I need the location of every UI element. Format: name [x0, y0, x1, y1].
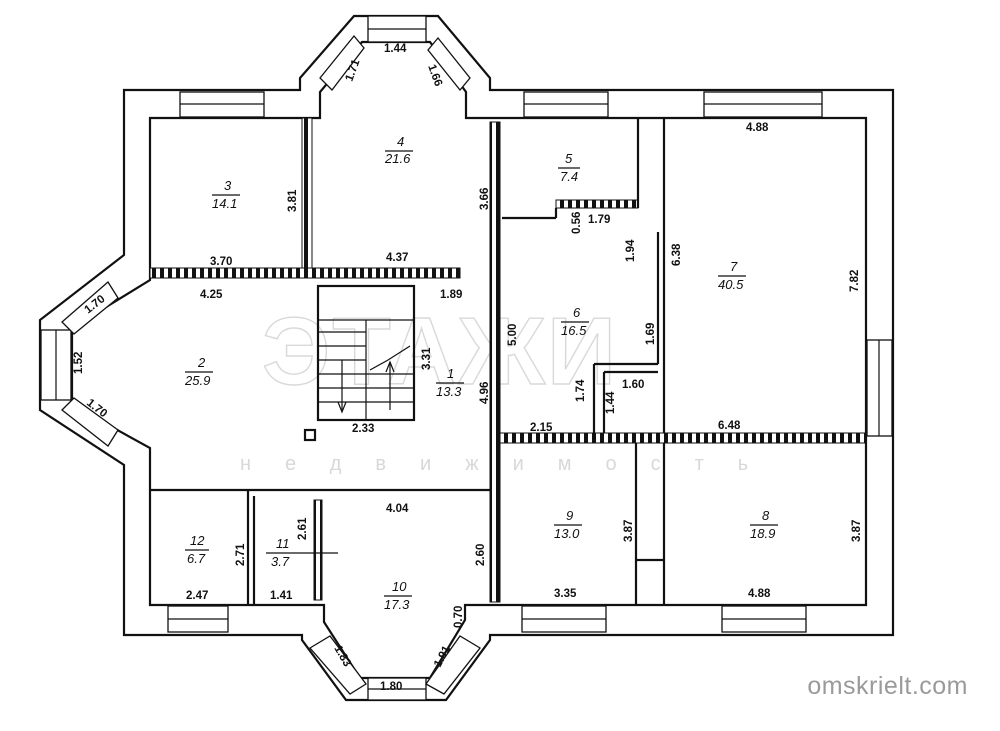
svg-text:6.38: 6.38: [671, 243, 683, 266]
svg-text:1.60: 1.60: [622, 379, 644, 391]
svg-text:3.31: 3.31: [421, 347, 433, 370]
svg-text:25.9: 25.9: [184, 373, 210, 388]
svg-text:11: 11: [276, 536, 290, 551]
svg-text:2.47: 2.47: [186, 590, 208, 602]
svg-text:0.56: 0.56: [571, 212, 583, 234]
svg-text:17.3: 17.3: [384, 597, 410, 612]
svg-text:2.61: 2.61: [297, 517, 309, 540]
room-labels: 113.3 225.9 314.1 421.6 57.4 616.5 740.5…: [184, 134, 778, 612]
svg-text:3: 3: [224, 178, 232, 193]
room-label-11: 113.7: [266, 536, 338, 569]
svg-text:10: 10: [392, 579, 407, 594]
partitions: [149, 117, 867, 605]
svg-text:4.37: 4.37: [386, 252, 408, 264]
svg-text:40.5: 40.5: [718, 277, 744, 292]
room-label-3: 314.1: [212, 178, 240, 211]
svg-text:7.82: 7.82: [849, 270, 861, 292]
svg-text:0.70: 0.70: [453, 606, 465, 628]
svg-text:4.96: 4.96: [479, 382, 491, 404]
room-label-9: 913.0: [554, 508, 582, 541]
room-label-5: 57.4: [558, 151, 580, 184]
svg-text:1.94: 1.94: [625, 239, 637, 262]
svg-text:1.41: 1.41: [270, 590, 293, 602]
svg-text:4.04: 4.04: [386, 503, 409, 515]
svg-text:6.7: 6.7: [187, 551, 206, 566]
svg-text:7.4: 7.4: [560, 169, 578, 184]
svg-text:4.25: 4.25: [200, 289, 223, 301]
svg-text:4: 4: [397, 134, 404, 149]
svg-text:13.3: 13.3: [436, 384, 462, 399]
svg-text:3.7: 3.7: [271, 554, 290, 569]
svg-text:4.88: 4.88: [746, 122, 769, 134]
svg-text:1.44: 1.44: [384, 43, 407, 55]
svg-text:2: 2: [197, 355, 206, 370]
room-label-12: 126.7: [185, 533, 209, 566]
svg-text:18.9: 18.9: [750, 526, 775, 541]
svg-text:1.80: 1.80: [380, 681, 402, 693]
svg-text:13.0: 13.0: [554, 526, 580, 541]
room-label-4: 421.6: [384, 134, 413, 166]
svg-text:3.66: 3.66: [479, 188, 491, 210]
svg-text:7: 7: [730, 259, 738, 274]
svg-text:2.33: 2.33: [352, 423, 374, 435]
svg-text:недвижимость: недвижимость: [240, 453, 782, 475]
svg-text:3.35: 3.35: [554, 588, 577, 600]
room-label-2: 225.9: [184, 355, 213, 388]
svg-text:6.48: 6.48: [718, 420, 741, 432]
svg-text:5.00: 5.00: [507, 324, 519, 346]
svg-text:4.88: 4.88: [748, 588, 771, 600]
svg-text:2.15: 2.15: [530, 422, 553, 434]
room-label-7: 740.5: [718, 259, 746, 292]
svg-text:1: 1: [447, 366, 454, 381]
svg-text:8: 8: [762, 508, 770, 523]
svg-text:14.1: 14.1: [212, 196, 237, 211]
svg-text:1.89: 1.89: [440, 289, 462, 301]
svg-text:3.87: 3.87: [851, 520, 863, 542]
room-label-8: 818.9: [750, 508, 778, 541]
svg-text:1.79: 1.79: [588, 214, 610, 226]
svg-text:2.71: 2.71: [235, 543, 247, 566]
room-label-1: 113.3: [436, 366, 464, 399]
svg-text:3.70: 3.70: [210, 256, 232, 268]
svg-text:1.44: 1.44: [605, 391, 617, 414]
svg-text:5: 5: [565, 151, 573, 166]
svg-text:3.81: 3.81: [287, 189, 299, 212]
svg-text:1.69: 1.69: [645, 323, 657, 345]
staircase: [303, 284, 416, 442]
svg-text:9: 9: [566, 508, 573, 523]
room-label-6: 616.5: [561, 305, 589, 338]
svg-text:21.6: 21.6: [384, 151, 411, 166]
svg-text:16.5: 16.5: [561, 323, 587, 338]
svg-text:3.87: 3.87: [623, 520, 635, 542]
room-label-10: 10 17.3: [384, 579, 412, 612]
windows: [40, 15, 893, 701]
svg-text:2.60: 2.60: [475, 544, 487, 566]
svg-text:6: 6: [573, 305, 581, 320]
site-watermark: omskrielt.com: [807, 672, 968, 700]
svg-text:1.74: 1.74: [575, 379, 587, 402]
svg-text:12: 12: [190, 533, 205, 548]
svg-text:1.52: 1.52: [73, 352, 85, 374]
